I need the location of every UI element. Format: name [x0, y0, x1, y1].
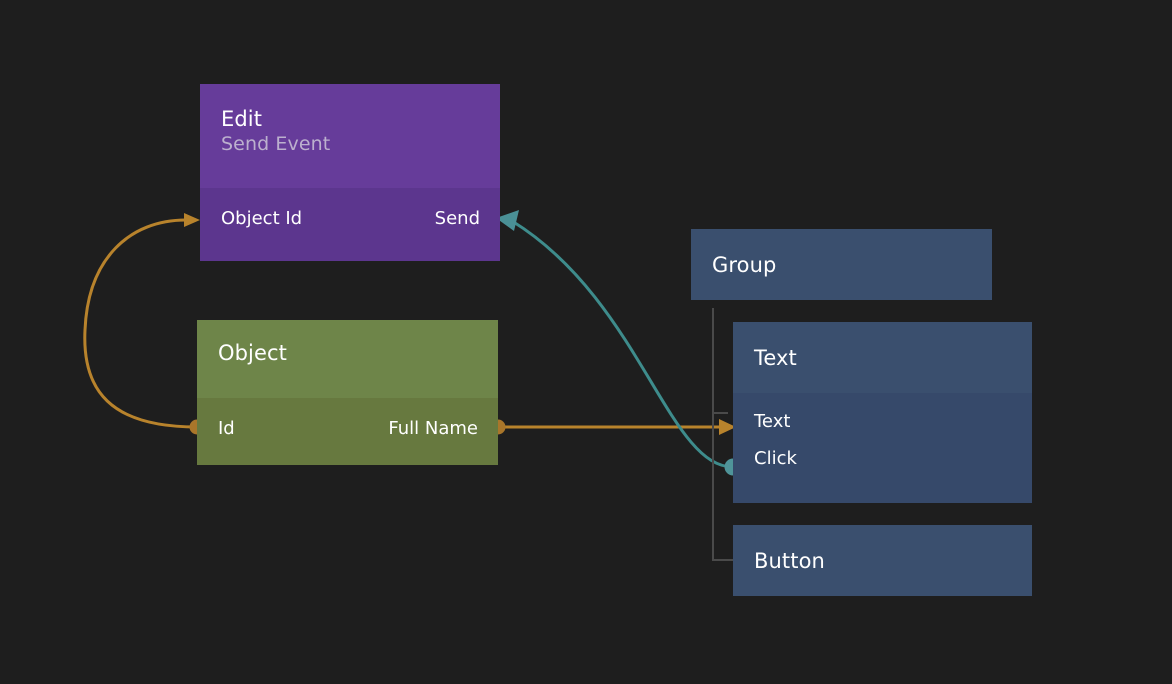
port-label-object-full-name[interactable]: Full Name: [388, 418, 478, 439]
node-object-port-row: Id Full Name: [197, 412, 498, 446]
node-edit-port-row: Object Id Send: [200, 202, 500, 236]
edge-object-id-to-edit-objectid: [83, 218, 199, 429]
node-object-header[interactable]: Object: [197, 320, 498, 398]
port-label-text-text[interactable]: Text: [754, 410, 791, 432]
node-edit-title: Edit: [221, 107, 263, 131]
edge-arrowhead-edit-objectid: [184, 213, 200, 227]
node-button[interactable]: Button: [733, 525, 1032, 596]
tree-connector-stub-text: [712, 412, 728, 414]
port-label-object-id[interactable]: Id: [218, 418, 235, 439]
node-group[interactable]: Group: [691, 229, 992, 300]
node-object-body: Id Full Name: [197, 398, 498, 465]
node-object-title: Object: [218, 341, 287, 365]
port-label-text-click[interactable]: Click: [754, 448, 797, 469]
node-group-title: Group: [712, 252, 777, 277]
node-edit-subtitle: Send Event: [221, 133, 331, 155]
node-edit[interactable]: Edit Send Event Object Id Send: [200, 84, 500, 261]
node-group-header[interactable]: Group: [691, 229, 992, 300]
node-text[interactable]: Text Text Click: [733, 322, 1032, 503]
node-object[interactable]: Object Id Full Name: [197, 320, 498, 465]
node-text-port-row-text: Text: [733, 401, 1032, 442]
node-text-header[interactable]: Text: [733, 322, 1032, 393]
node-button-header[interactable]: Button: [733, 525, 1032, 596]
node-button-title: Button: [754, 548, 825, 573]
node-edit-body: Object Id Send: [200, 188, 500, 261]
node-text-body: Text Click: [733, 393, 1032, 503]
port-label-edit-send[interactable]: Send: [434, 208, 480, 229]
node-edit-header[interactable]: Edit Send Event: [200, 84, 500, 188]
node-text-port-row-click: Click: [733, 442, 1032, 476]
tree-connector-vertical: [712, 308, 714, 561]
node-text-title: Text: [754, 345, 797, 370]
port-label-edit-object-id[interactable]: Object Id: [221, 208, 303, 229]
tree-connector-stub-button: [712, 559, 733, 561]
